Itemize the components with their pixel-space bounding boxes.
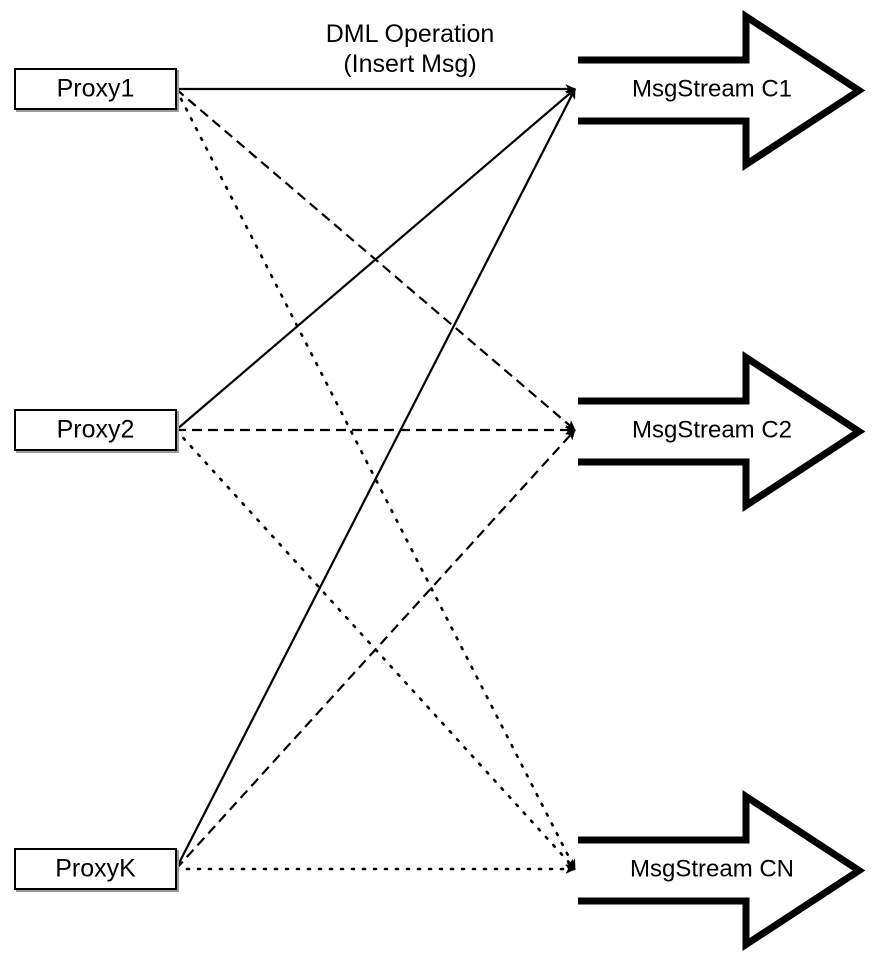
link-proxyk-to-c1 [175,88,576,870]
msgstream-nodes-layer: MsgStream C1 MsgStream C2 MsgStream CN [578,10,866,951]
proxy-box-outline [14,409,177,451]
proxy-node-proxy2[interactable]: Proxy2 [14,409,179,453]
proxy-node-proxyk[interactable]: ProxyK [14,848,179,892]
proxy-node-proxy1[interactable]: Proxy1 [14,68,179,112]
link-proxyk-to-c2 [175,429,576,870]
proxy-box-outline [14,68,177,110]
proxy-label: Proxy1 [57,75,135,103]
proxy-box-outline [14,848,177,890]
msgstream-label: MsgStream C2 [632,416,792,443]
edge-caption-group: DML Operation (Insert Msg) [326,20,495,78]
proxy-label: Proxy2 [57,416,135,444]
msgstream-label: MsgStream C1 [632,75,792,102]
msgstream-arrow-shape [578,790,866,951]
msgstream-label: MsgStream CN [630,855,794,882]
msgstream-node-c2[interactable]: MsgStream C2 [578,351,866,512]
msgstream-arrow-shape [578,10,866,171]
msgstream-arrow-shape [578,351,866,512]
edge-caption-line-1: DML Operation [326,20,495,48]
link-proxy2-to-c1 [175,88,576,431]
edge-caption-line-2: (Insert Msg) [343,50,476,78]
link-proxy1-to-cn [174,87,577,871]
links-layer [174,84,577,874]
msgstream-node-cn[interactable]: MsgStream CN [578,790,866,951]
msgstream-node-c1[interactable]: MsgStream C1 [578,10,866,171]
proxy-label: ProxyK [55,855,136,883]
